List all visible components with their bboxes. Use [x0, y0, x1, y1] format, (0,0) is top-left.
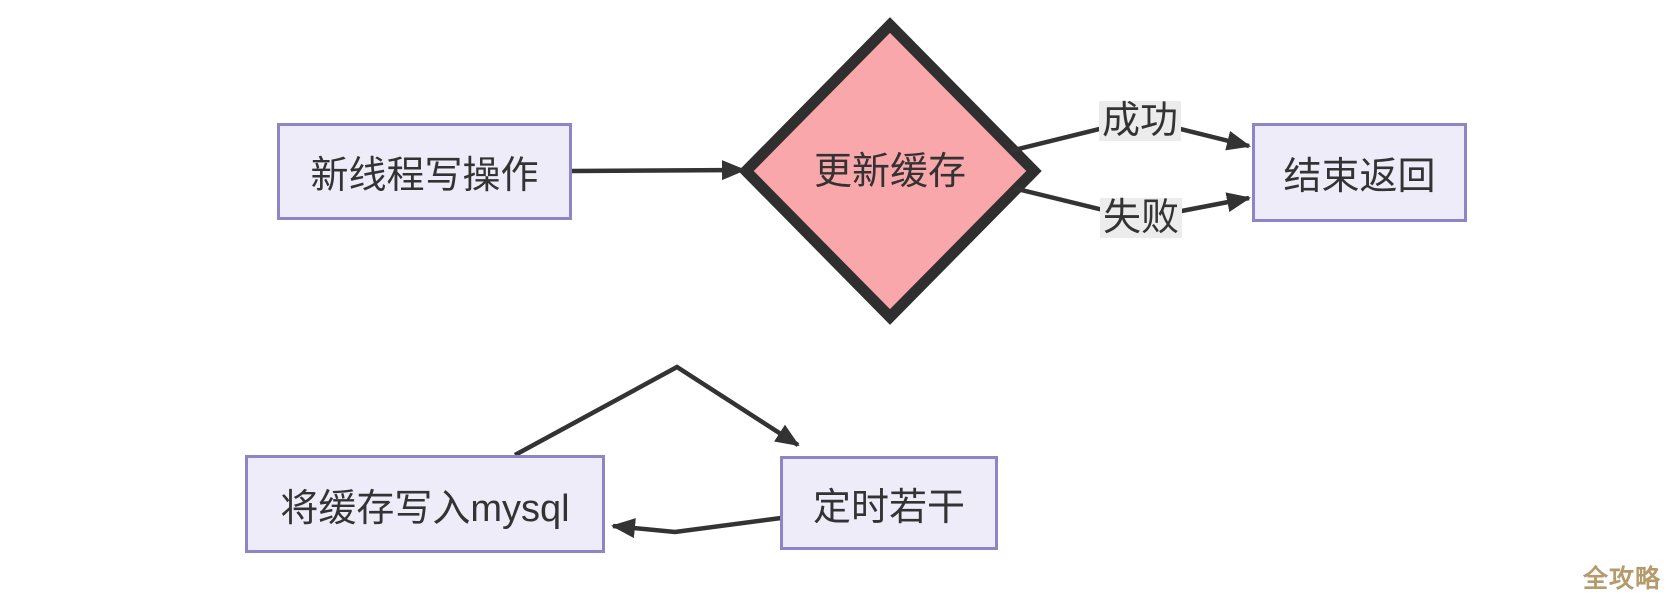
node-new-thread-write: 新线程写操作 [277, 123, 572, 220]
node-write-cache-to-mysql: 将缓存写入mysql [245, 455, 605, 553]
edge-label-fail: 失败 [1099, 198, 1183, 238]
node-update-cache-label: 更新缓存 [813, 151, 966, 193]
node-timer-label: 定时若干 [812, 486, 965, 529]
node-end-return-label: 结束返回 [1283, 156, 1436, 198]
edge-mysql-to-timer [513, 364, 800, 457]
node-timer: 定时若干 [780, 456, 998, 550]
decision-diamond-shape [738, 17, 1042, 325]
node-end-return: 结束返回 [1252, 123, 1467, 222]
edge-label-success: 成功 [1098, 101, 1182, 141]
watermark-text: 全攻略 [1583, 565, 1662, 593]
edge-timer-to-mysql [611, 515, 782, 539]
node-write-cache-to-mysql-label: 将缓存写入mysql [280, 487, 570, 530]
edge-write-to-cache [571, 160, 746, 181]
node-new-thread-write-label: 新线程写操作 [310, 155, 539, 197]
